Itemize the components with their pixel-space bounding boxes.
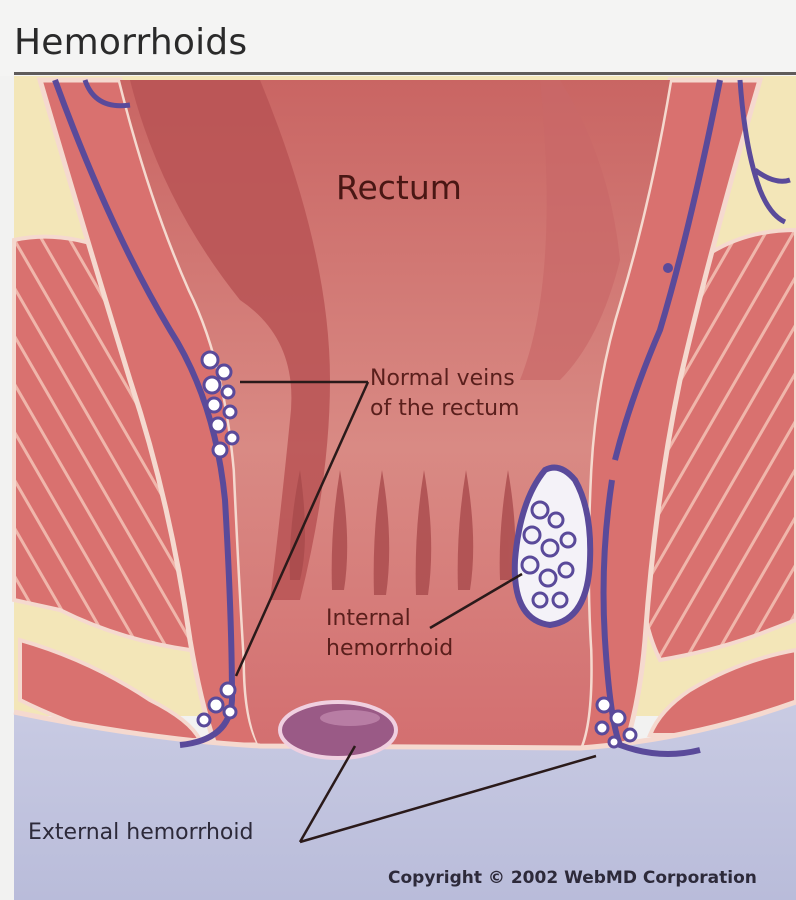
external-hemorrhoid (280, 702, 396, 758)
external-hemorrhoid-highlight (320, 710, 380, 726)
right-vein-node (663, 263, 673, 273)
normal-veins-label: Normal veins of the rectum (370, 364, 520, 424)
internal-hemorrhoid-label: Internal hemorrhoid (326, 604, 453, 664)
rectum-label: Rectum (336, 168, 462, 207)
external-hemorrhoid-label: External hemorrhoid (28, 820, 253, 845)
copyright-notice: Copyright © 2002 WebMD Corporation (388, 868, 757, 888)
